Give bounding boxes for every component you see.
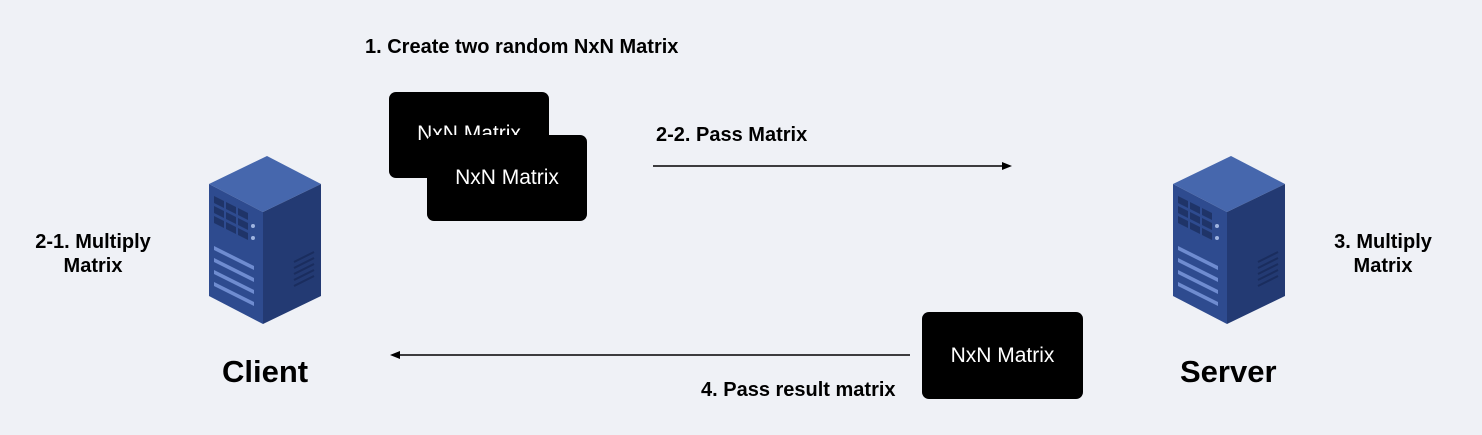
step-server-multiply-line1: 3. Multiply [1334, 231, 1432, 253]
result-matrix-card-label: NxN Matrix [950, 343, 1055, 367]
step-client-multiply-line1: 2-1. Multiply [35, 231, 151, 253]
matrix-card-front-label: NxN Matrix [455, 166, 559, 189]
server-server-icon [1173, 156, 1285, 324]
step-server-multiply-label: 3. Multiply Matrix [1316, 230, 1450, 278]
client-server-icon [209, 156, 321, 324]
arrow-to-server [653, 162, 1012, 170]
server-name: Server [1180, 354, 1277, 389]
step-pass-matrix-label: 2-2. Pass Matrix [656, 124, 808, 146]
step-create-label: 1. Create two random NxN Matrix [365, 36, 679, 58]
result-matrix-card: NxN Matrix [922, 312, 1083, 399]
step-client-multiply-label: 2-1. Multiply Matrix [26, 230, 160, 278]
step-server-multiply-line2: Matrix [1353, 255, 1413, 277]
matrix-card-front: NxN Matrix [427, 135, 587, 221]
step-pass-result-label: 4. Pass result matrix [701, 379, 896, 401]
arrow-to-client [390, 351, 910, 359]
client-name: Client [222, 354, 309, 389]
step-client-multiply-line2: Matrix [63, 255, 123, 277]
